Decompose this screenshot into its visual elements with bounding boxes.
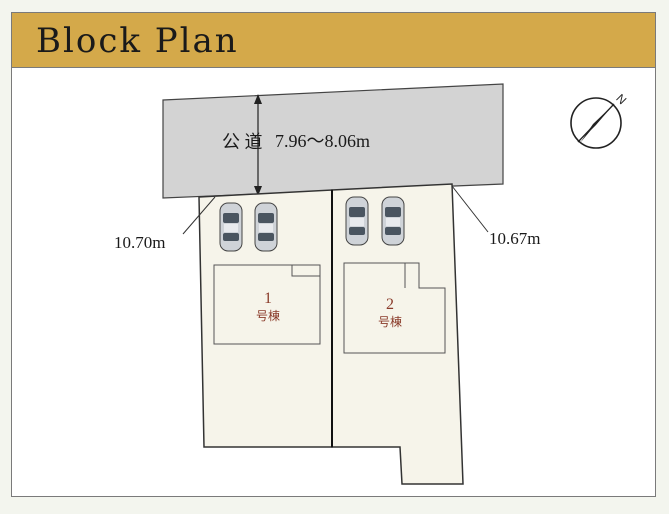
arrowhead-top <box>254 94 262 104</box>
compass-axis <box>577 103 615 143</box>
building-1-outline <box>213 264 321 345</box>
road-label: 公 道 <box>222 132 263 152</box>
lot-1-name: 号棟 <box>256 308 280 323</box>
building-1-notch <box>291 265 320 277</box>
left-frontage-label: 10.70m <box>114 233 165 252</box>
compass: N <box>570 91 629 149</box>
public-road <box>162 83 504 199</box>
arrowhead-bottom <box>254 186 262 196</box>
lot-2-number: 2 <box>386 296 394 313</box>
car-icon <box>254 202 278 252</box>
car-icon <box>345 196 369 246</box>
right-frontage-leader <box>451 185 489 233</box>
building-2-outline <box>343 262 446 354</box>
car-icon <box>381 196 405 246</box>
north-icon: N <box>613 91 629 107</box>
lot-2-name: 号棟 <box>378 314 402 329</box>
page-title: Block Plan <box>36 21 239 61</box>
left-frontage-leader <box>182 196 216 235</box>
road-width-label: 7.96～8.06m <box>275 131 370 151</box>
right-frontage-label: 10.67m <box>489 229 540 248</box>
lot-1-number: 1 <box>264 290 272 307</box>
header-bar: Block Plan <box>11 12 656 68</box>
car-icon <box>219 202 243 252</box>
